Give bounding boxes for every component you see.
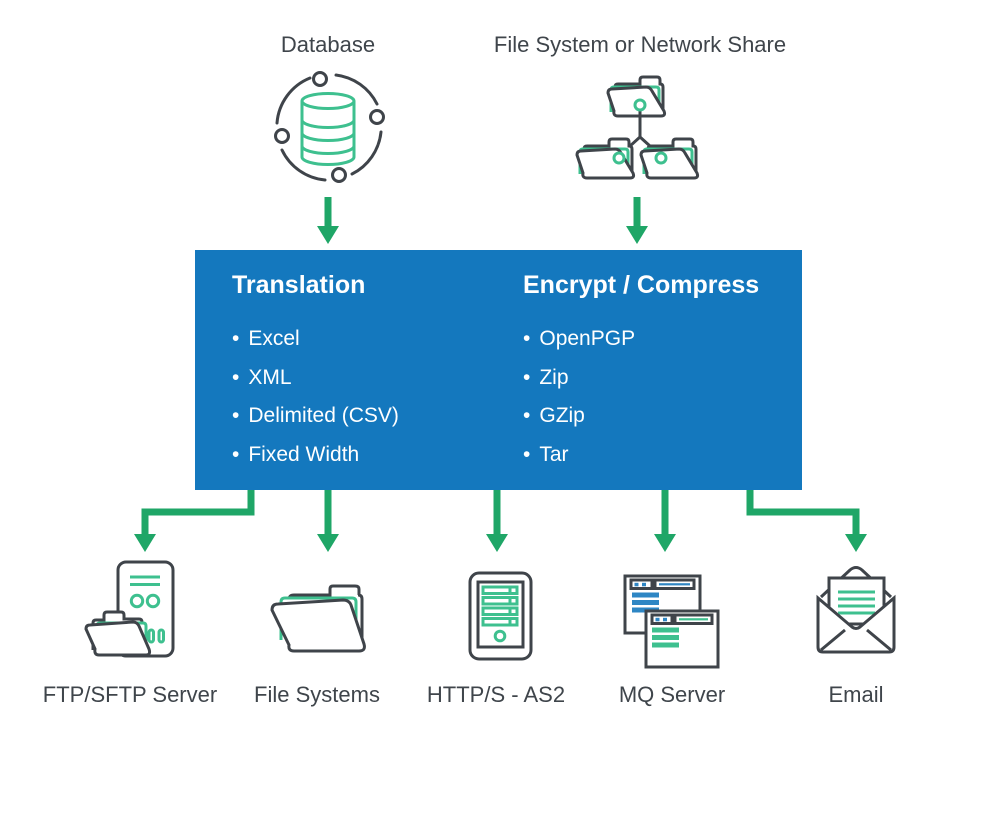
arrow-process-to-email <box>746 490 867 552</box>
list-item: • Excel <box>232 320 399 359</box>
list-item-label: Delimited (CSV) <box>248 404 399 427</box>
list-item-label: Fixed Width <box>248 442 360 466</box>
list-item-label: Excel <box>248 327 300 350</box>
encrypt-compress-list: • OpenPGP • Zip • GZip • Tar <box>523 320 759 474</box>
translation-column: Translation • Excel • XML • Delimited (CSV)… <box>232 270 399 474</box>
encrypt-compress-column: Encrypt / Compress • OpenPGP • Zip • GZip •… <box>523 270 759 474</box>
translation-list: • Excel • XML • Delimited (CSV) • Fixed Widt… <box>232 320 399 474</box>
arrow-filesystem-to-process <box>626 197 648 244</box>
bullet-glyph: • <box>232 404 240 427</box>
open-envelope-icon <box>816 566 896 654</box>
list-item: • OpenPGP <box>523 320 759 359</box>
list-item-label: Tar <box>539 442 569 466</box>
flow-arrows <box>134 197 867 552</box>
arrow-process-to-mq <box>654 490 676 552</box>
list-item-label: Zip <box>539 365 569 389</box>
list-item: • Zip <box>523 359 759 398</box>
bullet-glyph: • <box>523 327 531 350</box>
bullet-glyph: • <box>232 327 240 350</box>
bullet-glyph: • <box>232 365 240 389</box>
list-item: • Fixed Width <box>232 436 399 475</box>
list-item-label: XML <box>248 365 292 389</box>
arrow-process-to-http <box>486 490 508 552</box>
server-rack-icon <box>468 571 533 661</box>
source-label-file-system: File System or Network Share <box>493 32 787 57</box>
destination-label-file-systems: File Systems <box>254 682 380 707</box>
server-folder-icon <box>84 560 175 658</box>
encrypt-compress-title: Encrypt / Compress <box>523 271 760 299</box>
destination-label-email: Email <box>828 682 884 707</box>
source-label-database: Database <box>280 32 376 57</box>
bullet-glyph: • <box>523 404 531 427</box>
bullet-glyph: • <box>523 442 531 466</box>
overlapping-windows-icon <box>623 574 720 669</box>
list-item-label: GZip <box>539 404 585 427</box>
destination-label-mq-server: MQ Server <box>618 682 726 707</box>
bullet-glyph: • <box>232 442 240 466</box>
open-folder-icon <box>270 584 366 653</box>
database-sync-icon <box>274 71 385 183</box>
list-item: • GZip <box>523 397 759 436</box>
destination-label-http-as2: HTTP/S - AS2 <box>426 682 566 707</box>
list-item: • Delimited (CSV) <box>232 397 399 436</box>
process-box: Translation • Excel • XML • Delimited (CSV)… <box>195 250 802 490</box>
arrow-database-to-process <box>317 197 339 244</box>
bullet-glyph: • <box>523 365 531 389</box>
folder-network-icon <box>575 75 700 180</box>
destination-label-ftp-sftp-server: FTP/SFTP Server <box>42 682 218 707</box>
arrow-process-to-filesystems <box>317 490 339 552</box>
arrow-process-to-ftp <box>134 490 255 552</box>
list-item-label: OpenPGP <box>539 327 636 350</box>
list-item: • Tar <box>523 436 759 475</box>
translation-title: Translation <box>232 271 366 299</box>
list-item: • XML <box>232 359 399 398</box>
